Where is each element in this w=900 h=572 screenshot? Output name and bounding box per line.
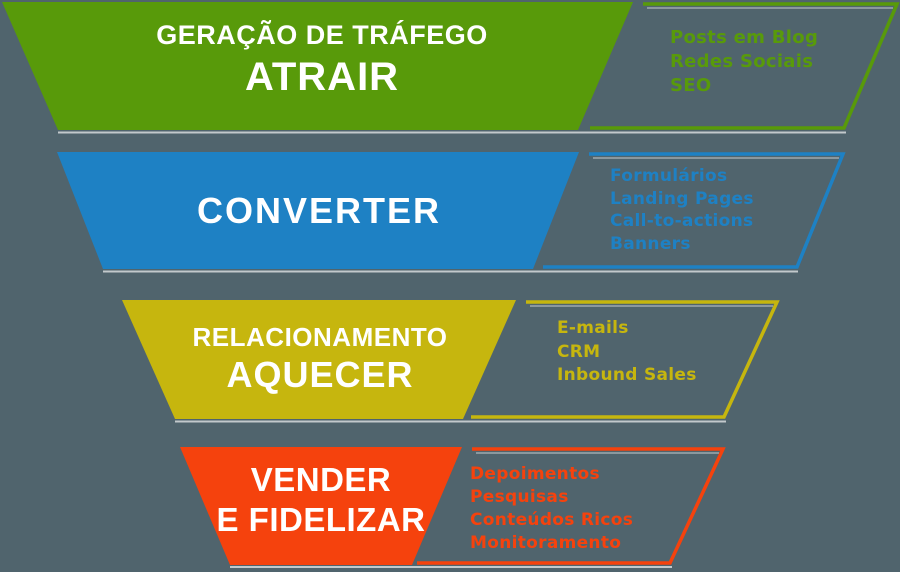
stage-aquecer-trapezoid [122,300,516,419]
tactic-item: Pesquisas [470,487,569,507]
stage-aquecer-subtitle: RELACIONAMENTO [192,322,448,352]
stage-atrair-tactics-outline [590,2,900,130]
stage-vender-trapezoid [180,447,462,565]
stage-atrair-subtitle: GERAÇÃO DE TRÁFEGO [156,20,488,50]
tactic-item: E-mails [557,318,629,338]
stage-aquecer-tactics-list: E-mails CRM Inbound Sales [557,317,697,388]
tactic-item: Formulários [610,166,728,186]
stage-converter-title: CONVERTER [103,190,535,232]
tactic-item: Inbound Sales [557,365,697,385]
stage-aquecer-title: RELACIONAMENTO AQUECER [125,320,515,396]
stage-converter-tactics-list: Formulários Landing Pages Call-to-action… [610,165,754,255]
stage-vender-label-line1: VENDER [250,461,392,498]
stage-converter-label: CONVERTER [196,190,442,231]
tactic-item: Banners [610,233,691,254]
tactic-item: Posts em Blog [670,27,819,48]
stage-atrair-trapezoid [2,2,633,130]
tactic-item: Landing Pages [610,188,754,209]
stage-atrair-label: ATRAIR [244,55,400,99]
stage-converter-tactics-outline [543,152,846,269]
stage-vender-tactics-list: Depoimentos Pesquisas Conteúdos Ricos Mo… [470,463,633,555]
tactic-item: CRM [557,341,601,362]
stage-atrair-title: GERAÇÃO DE TRÁFEGO ATRAIR [58,16,586,100]
tactic-item: Monitoramento [470,533,622,553]
tactic-item: Call-to-actions [610,211,754,231]
tactic-item: SEO [670,75,712,96]
stage-aquecer-tactics-outline [471,300,780,419]
stage-vender-label-line2: E FIDELIZAR [216,501,426,538]
stage-converter-trapezoid [57,152,579,269]
stage-atrair-tactics-list: Posts em Blog Redes Sociais SEO [670,26,818,98]
tactic-item: Redes Sociais [670,51,814,72]
tactic-item: Conteúdos Ricos [470,510,634,530]
stage-aquecer-label: AQUECER [226,354,414,395]
tactic-item: Depoimentos [470,464,600,484]
stage-vender-tactics-outline [417,447,726,565]
stage-vender-title: VENDER E FIDELIZAR [180,460,462,540]
